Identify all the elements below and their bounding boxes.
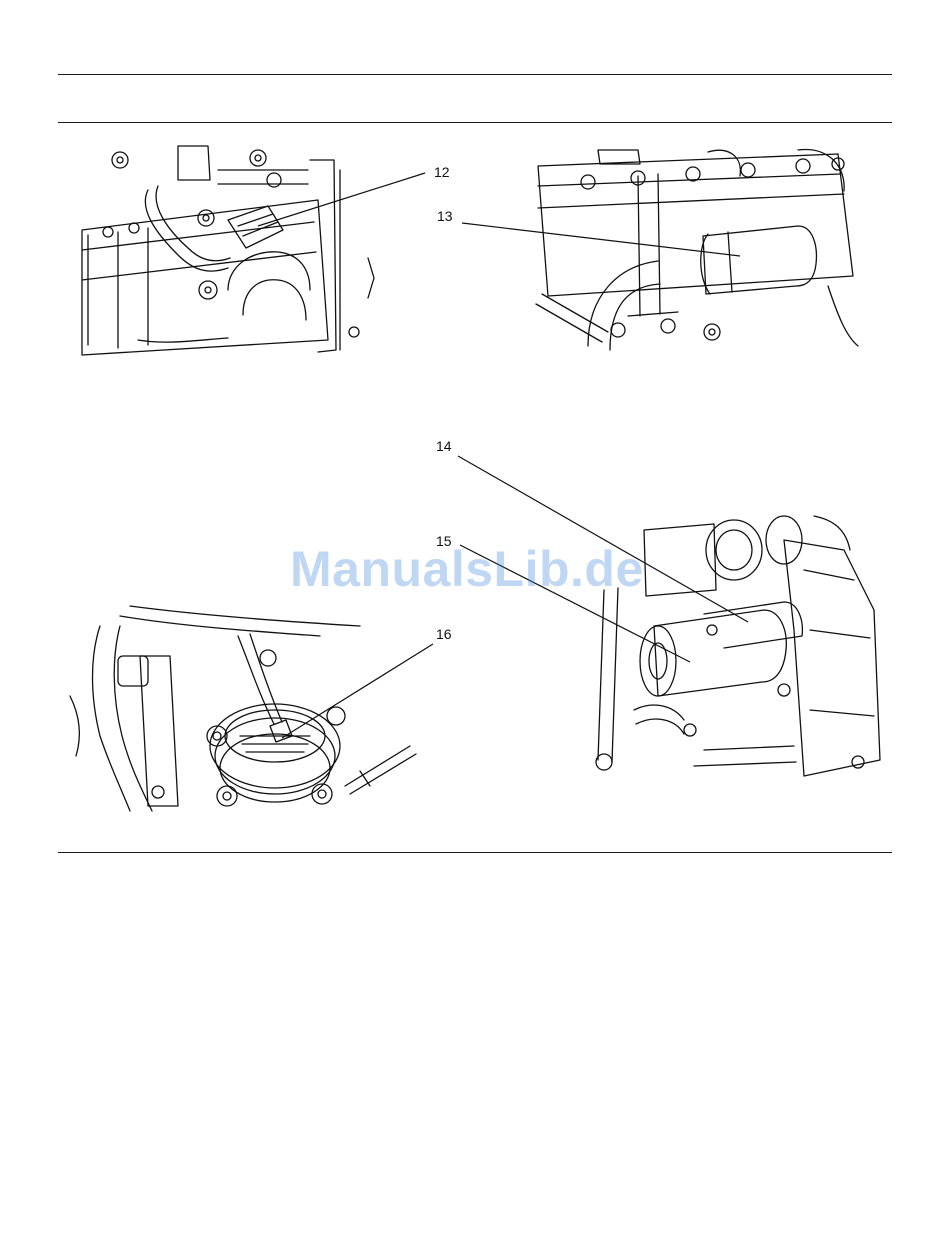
callout-13: 13 — [437, 208, 453, 224]
callout-16: 16 — [436, 626, 452, 642]
watermark-text: ManualsLib.de — [290, 540, 644, 598]
leader-12 — [258, 173, 425, 226]
leader-13 — [462, 223, 740, 256]
leader-16 — [282, 644, 433, 738]
callout-12: 12 — [434, 164, 450, 180]
callout-14: 14 — [436, 438, 452, 454]
